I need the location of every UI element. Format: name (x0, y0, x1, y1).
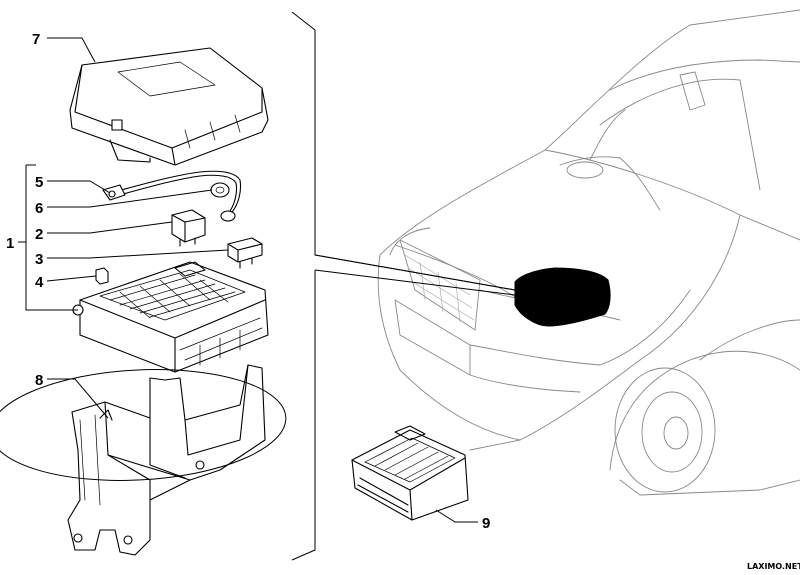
callout-2: 2 (35, 226, 43, 243)
callout-7: 7 (32, 31, 40, 48)
battery-cable (102, 170, 242, 222)
callout-5: 5 (35, 174, 43, 191)
bracket-highlight-ellipse (0, 369, 287, 481)
grommet (210, 182, 230, 198)
fuse-box-location-marker (514, 267, 611, 327)
callout-9: 9 (482, 515, 490, 532)
callout-3: 3 (35, 251, 43, 268)
mounting-bracket (67, 364, 266, 556)
callout-1: 1 (6, 235, 14, 252)
callout-6: 6 (35, 200, 43, 217)
leader-lines (18, 37, 478, 523)
fuse-box-cover (69, 47, 269, 166)
fuse-box-body (72, 261, 269, 373)
small-fuse (95, 267, 109, 285)
callout-8: 8 (35, 372, 43, 389)
watermark: LAXIMO.NET (747, 562, 800, 571)
maxi-fuse (227, 237, 263, 269)
relay (171, 209, 206, 247)
control-module (351, 425, 469, 521)
callout-4: 4 (35, 274, 44, 291)
car-front-outline (377, 9, 800, 496)
